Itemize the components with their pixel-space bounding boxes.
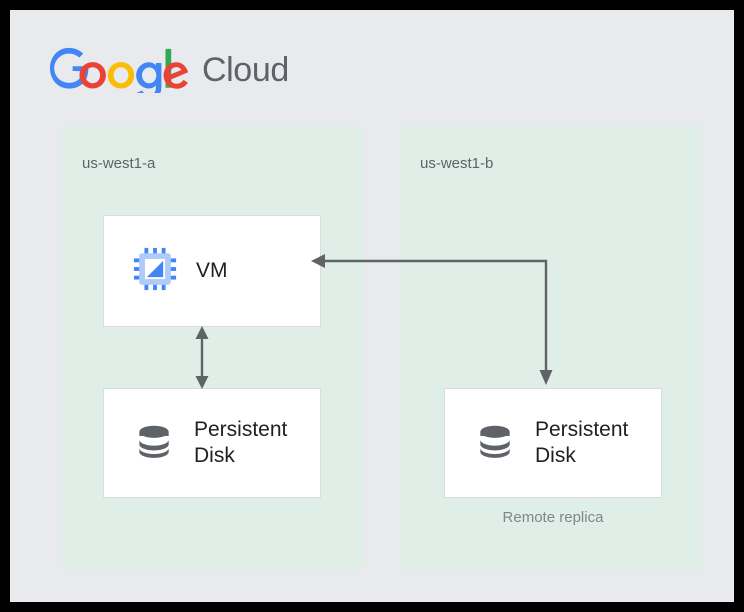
- zone-us-west1-a: us-west1-a: [62, 126, 364, 570]
- caption-remote-replica: Remote replica: [502, 509, 604, 526]
- cpu-chip-icon: [132, 246, 178, 297]
- zone-label-us-west1-b: us-west1-b: [420, 155, 494, 172]
- google-wordmark-icon: [50, 47, 189, 93]
- node-vm[interactable]: VM: [103, 215, 321, 327]
- node-label-vm: VM: [196, 259, 228, 283]
- node-label-persistent-disk-a: Persistent Disk: [194, 418, 288, 467]
- cloud-wordmark-label: Cloud: [202, 51, 289, 89]
- zone-us-west1-b: us-west1-b: [400, 126, 702, 570]
- node-persistent-disk-a[interactable]: Persistent Disk: [103, 388, 321, 498]
- node-persistent-disk-b[interactable]: Persistent Disk: [444, 388, 662, 498]
- zone-label-us-west1-a: us-west1-a: [82, 155, 156, 172]
- database-icon: [473, 419, 517, 468]
- database-icon: [132, 419, 176, 468]
- node-label-persistent-disk-b: Persistent Disk: [535, 418, 629, 467]
- google-cloud-logo: Cloud: [50, 47, 289, 93]
- diagram-canvas: Cloud us-west1-a us-west1-b: [10, 10, 734, 602]
